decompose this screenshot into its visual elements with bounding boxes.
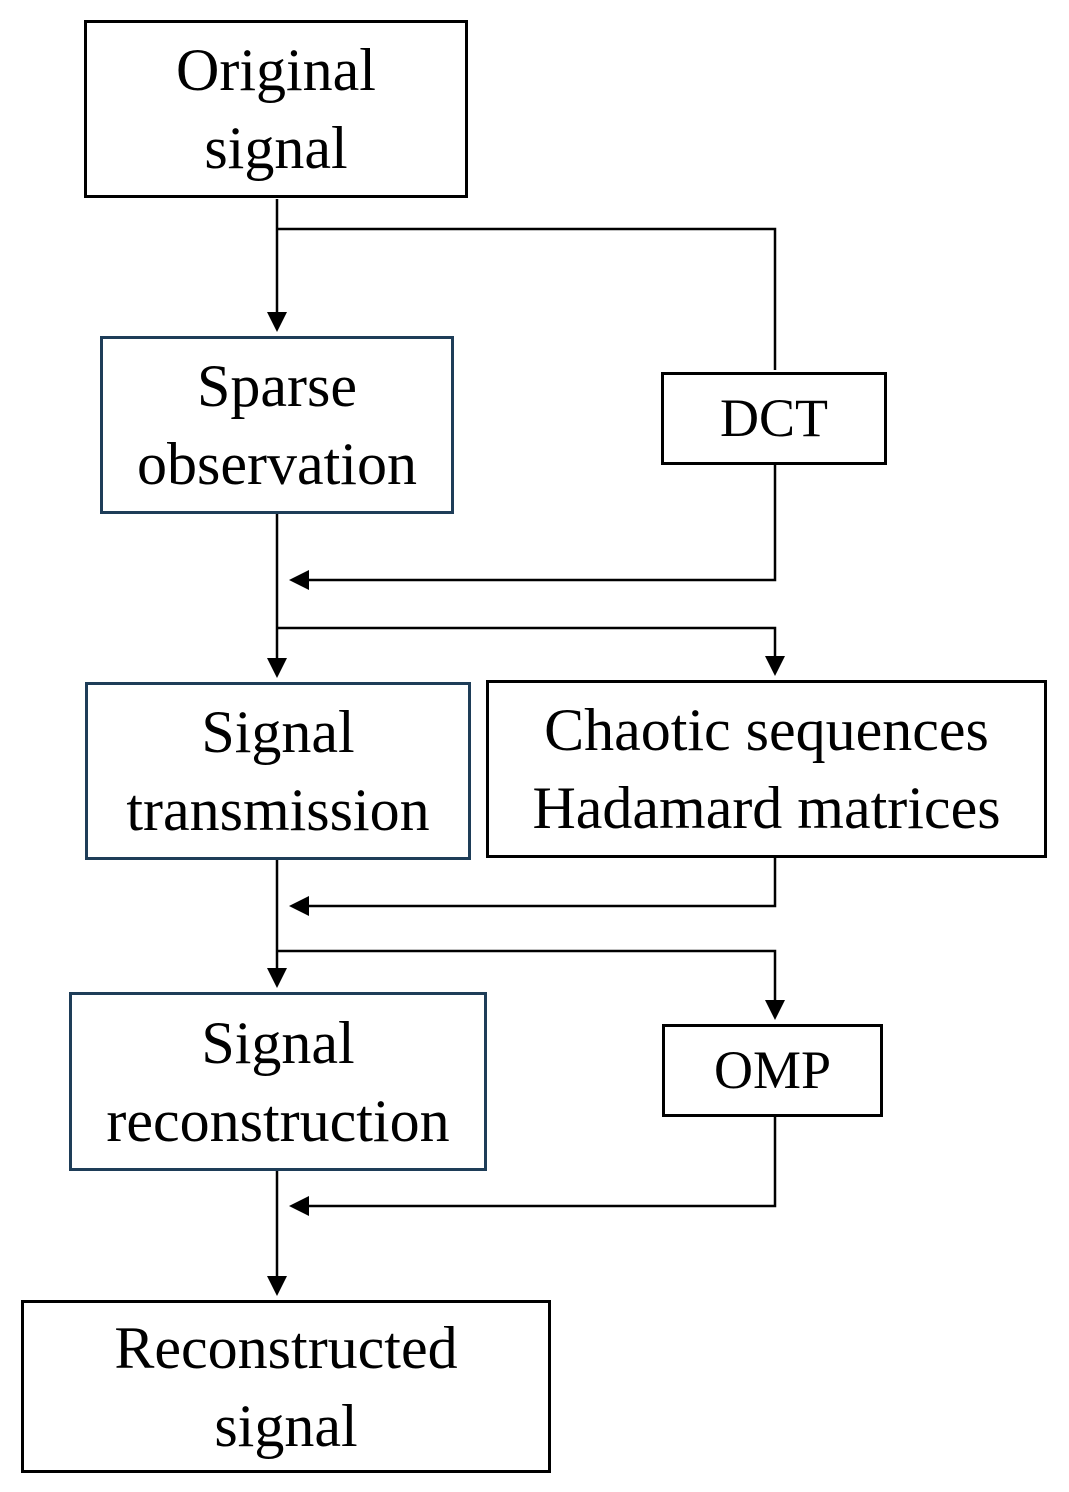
edge-chaotic-to-flow-merge bbox=[289, 858, 777, 916]
node-dct-label: DCT bbox=[720, 387, 828, 448]
node-reconstructed-signal-label: Reconstructed signal bbox=[114, 1314, 458, 1459]
node-chaotic-sequences-label: Chaotic sequences Hadamard matrices bbox=[532, 697, 1001, 841]
node-chaotic-sequences: Chaotic sequences Hadamard matrices bbox=[486, 680, 1047, 858]
node-sparse-observation-label: Sparse observation bbox=[137, 353, 417, 497]
edge-omp-to-flow-merge bbox=[289, 1117, 777, 1216]
node-original-signal-label: Original signal bbox=[176, 37, 376, 181]
node-reconstructed-signal: Reconstructed signal bbox=[21, 1300, 551, 1473]
node-dct: DCT bbox=[661, 372, 887, 465]
node-signal-reconstruction: Signal reconstruction bbox=[69, 992, 487, 1171]
node-signal-transmission-label: Signal transmission bbox=[126, 699, 430, 843]
edge-dct-to-flow-merge bbox=[289, 465, 777, 590]
node-omp: OMP bbox=[662, 1024, 883, 1117]
edge-flow-to-chaotic bbox=[277, 626, 785, 676]
node-omp-label: OMP bbox=[713, 1039, 832, 1100]
node-original-signal: Original signal bbox=[84, 20, 468, 198]
edge-original-to-dct bbox=[277, 227, 777, 370]
node-sparse-observation: Sparse observation bbox=[100, 336, 454, 514]
node-signal-transmission: Signal transmission bbox=[85, 682, 471, 860]
edge-flow-to-omp bbox=[277, 949, 785, 1020]
node-signal-reconstruction-label: Signal reconstruction bbox=[106, 1009, 450, 1154]
